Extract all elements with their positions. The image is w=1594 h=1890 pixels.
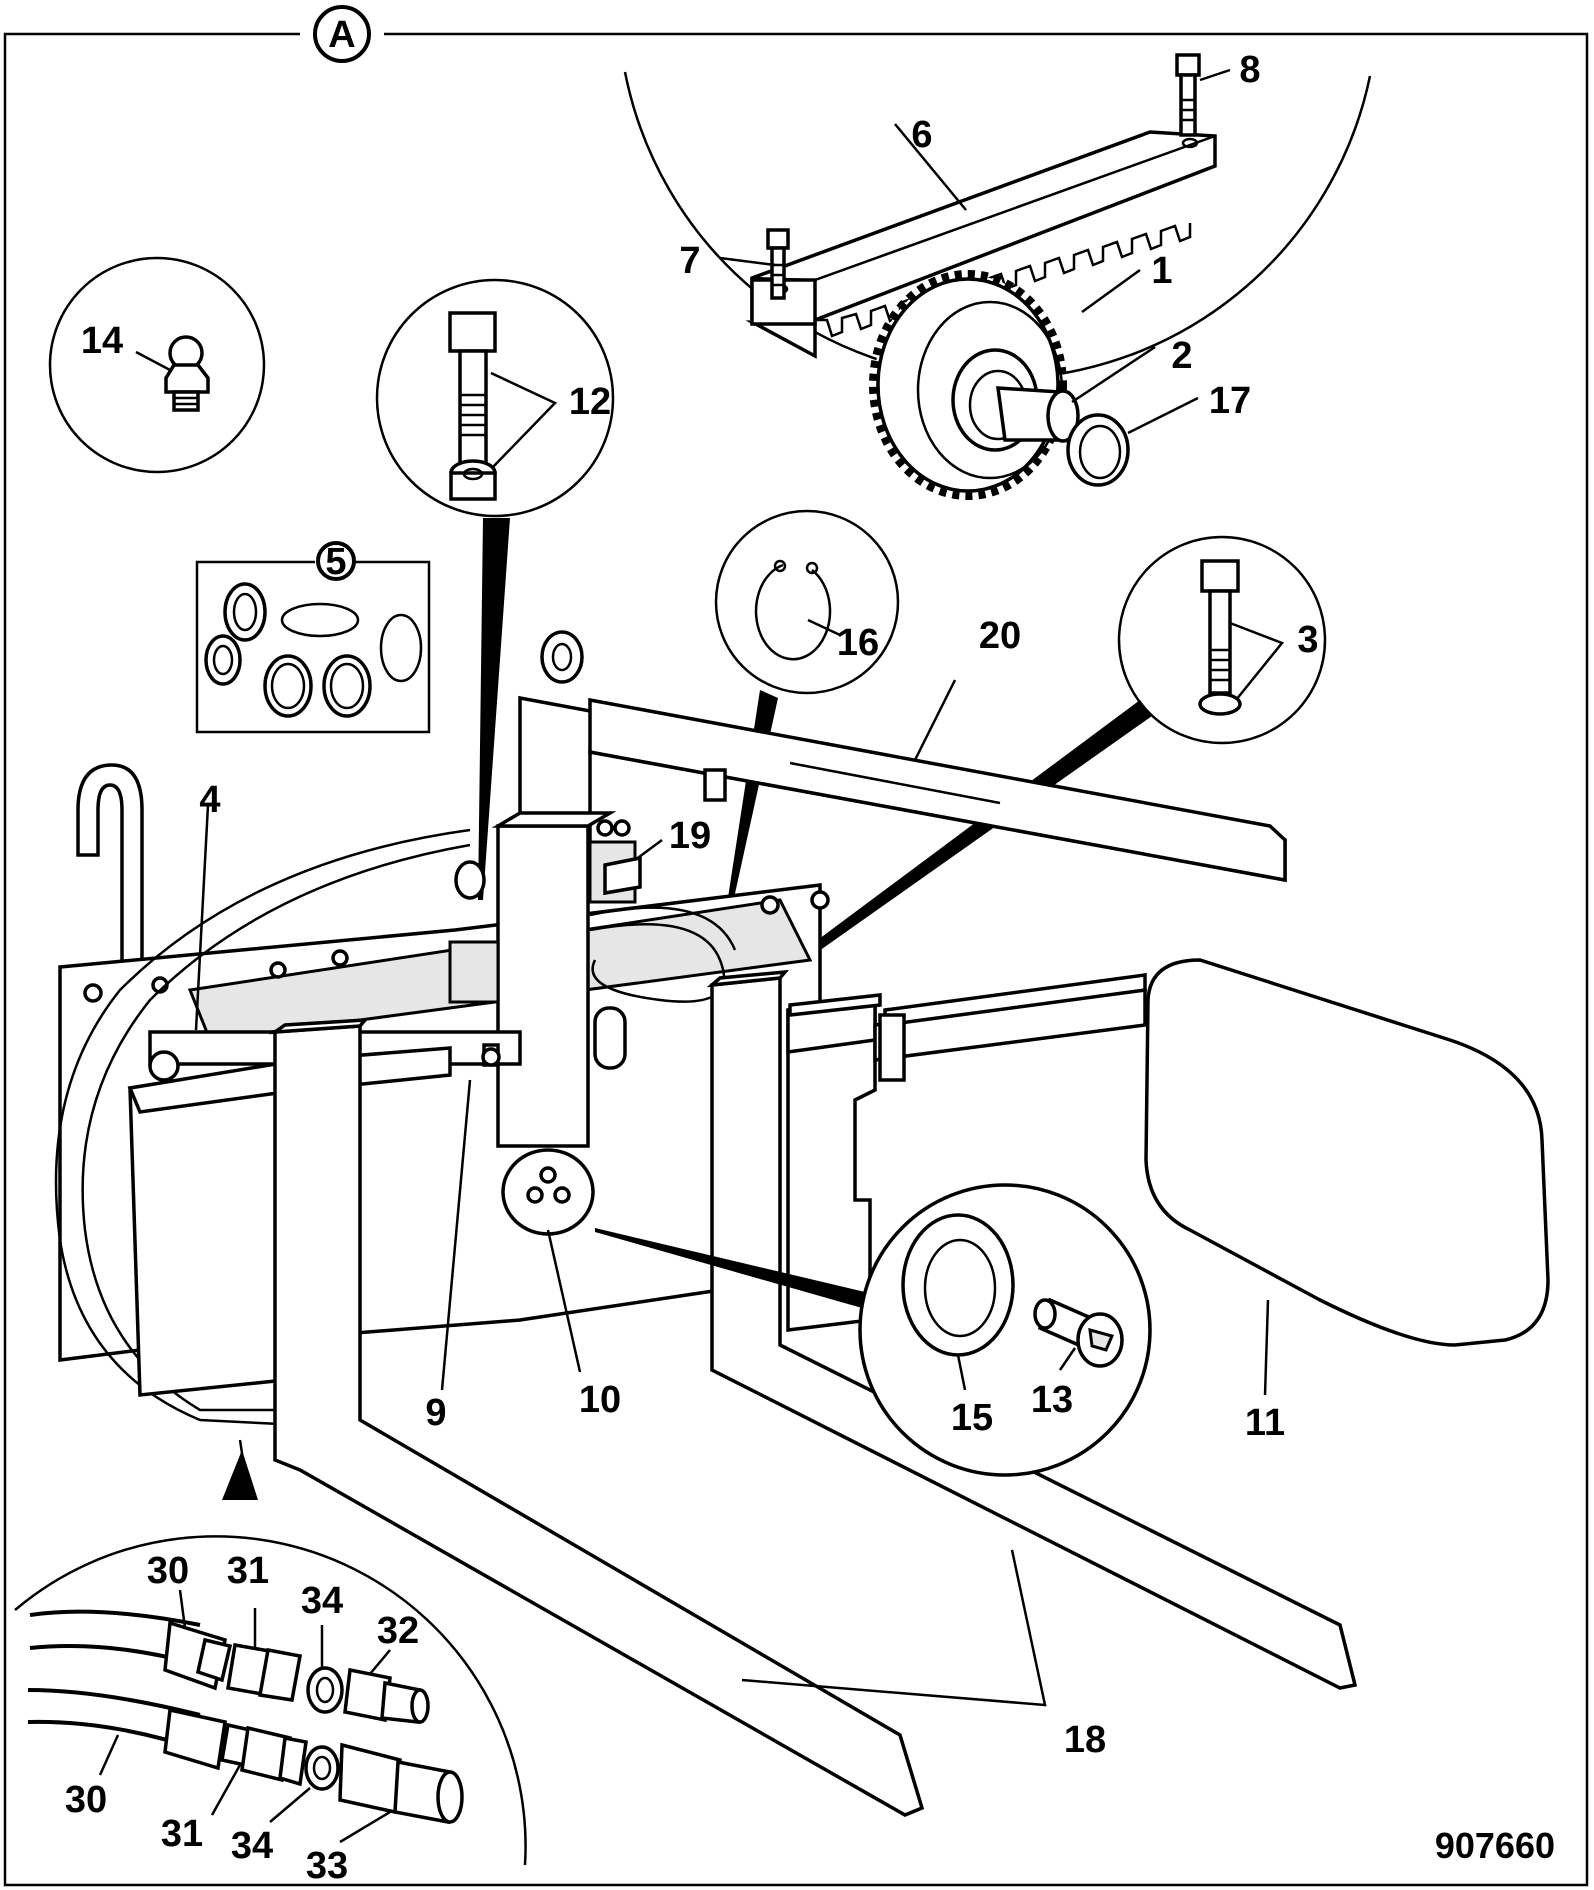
svg-text:14: 14 <box>81 320 123 362</box>
svg-text:18: 18 <box>1064 1719 1106 1761</box>
svg-text:30: 30 <box>65 1779 107 1821</box>
svg-text:11: 11 <box>1245 1402 1285 1444</box>
svg-text:33: 33 <box>306 1845 348 1887</box>
svg-text:15: 15 <box>951 1397 993 1439</box>
svg-text:4: 4 <box>199 779 220 821</box>
svg-text:3: 3 <box>1297 619 1318 661</box>
svg-text:12: 12 <box>569 381 611 423</box>
svg-text:17: 17 <box>1209 380 1251 422</box>
svg-text:6: 6 <box>911 114 932 156</box>
svg-text:20: 20 <box>979 615 1021 657</box>
grease-nipple-detail: 14 <box>48 256 266 474</box>
diagram-frame <box>3 32 1589 1887</box>
svg-text:19: 19 <box>669 815 711 857</box>
seal-kit-detail: 5 <box>195 541 431 734</box>
bolt-3-detail: 3 <box>780 535 1327 975</box>
svg-text:10: 10 <box>579 1379 621 1421</box>
svg-text:34: 34 <box>231 1825 273 1867</box>
screw-washer-detail: 15 13 <box>858 1183 1152 1477</box>
svg-text:1: 1 <box>1151 250 1172 292</box>
svg-text:30: 30 <box>147 1550 189 1592</box>
svg-text:31: 31 <box>161 1813 203 1855</box>
svg-text:16: 16 <box>837 622 879 664</box>
washer-17 <box>1066 413 1130 487</box>
view-marker: A <box>300 5 384 66</box>
svg-text:5: 5 <box>325 541 346 583</box>
bolt-12-detail: 12 <box>375 278 615 900</box>
hose-fittings-detail: 30 31 34 32 30 31 34 33 <box>14 1535 527 1887</box>
fork-carriage-assembly: 4 19 20 9 10 11 18 <box>54 615 1550 1817</box>
pinion-shaft <box>995 386 1080 443</box>
svg-text:2: 2 <box>1171 335 1192 377</box>
rack-bolt-7 <box>766 228 790 300</box>
svg-text:13: 13 <box>1031 1379 1073 1421</box>
circlip-detail: 16 <box>714 509 900 930</box>
svg-text:31: 31 <box>227 1550 269 1592</box>
svg-text:7: 7 <box>679 240 700 282</box>
rack-pinion-detail: 6 7 8 1 2 17 <box>623 49 1372 500</box>
svg-text:34: 34 <box>301 1580 343 1622</box>
rack-bar <box>745 130 1217 359</box>
svg-text:32: 32 <box>377 1610 419 1652</box>
drawing-number: 907660 <box>1435 1825 1555 1866</box>
rack-bolt-8 <box>1175 53 1201 137</box>
pinion-gear <box>869 270 1067 500</box>
svg-text:8: 8 <box>1239 49 1260 91</box>
svg-text:9: 9 <box>425 1392 446 1434</box>
svg-text:A: A <box>328 14 355 56</box>
